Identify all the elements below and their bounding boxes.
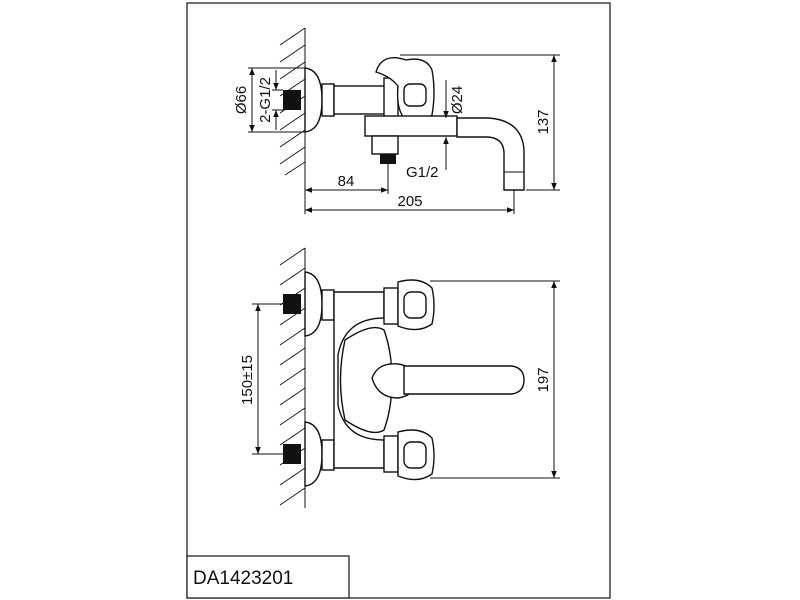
model-code: DA1423201 (193, 568, 293, 589)
spout-side (456, 117, 525, 191)
front-view-dimensions: 150±15 197 (239, 280, 560, 479)
wall-flange-lower (304, 421, 323, 487)
inlet-thread (283, 90, 301, 110)
dim-length-205: 205 (397, 193, 422, 210)
dim-length-84: 84 (338, 173, 355, 190)
inlet-thread-lower (283, 444, 301, 464)
dim-thread-2g12: 2-G1/2 (257, 77, 274, 123)
wall-flange (304, 67, 323, 133)
dim-spacing-150: 150±15 (239, 355, 256, 405)
dim-diameter-66: Ø66 (233, 86, 250, 114)
inlet-thread-upper (283, 294, 301, 314)
title-block: DA1423201 (186, 555, 350, 599)
side-view (279, 27, 525, 191)
drawing-border (186, 2, 611, 599)
mixer-body-front (333, 291, 385, 469)
side-view-dimensions: Ø66 2-G1/2 Ø24 137 G1/2 84 205 (233, 54, 560, 214)
wall-flange-upper (304, 271, 323, 337)
dim-diameter-24: Ø24 (449, 86, 466, 114)
spout-front (403, 365, 525, 395)
dim-thread-g12: G1/2 (406, 164, 439, 181)
wall-hatching-bottom (279, 247, 306, 508)
dim-height-197: 197 (535, 367, 552, 392)
shower-outlet (380, 154, 396, 164)
front-view (279, 247, 525, 508)
dim-height-137: 137 (535, 109, 552, 134)
